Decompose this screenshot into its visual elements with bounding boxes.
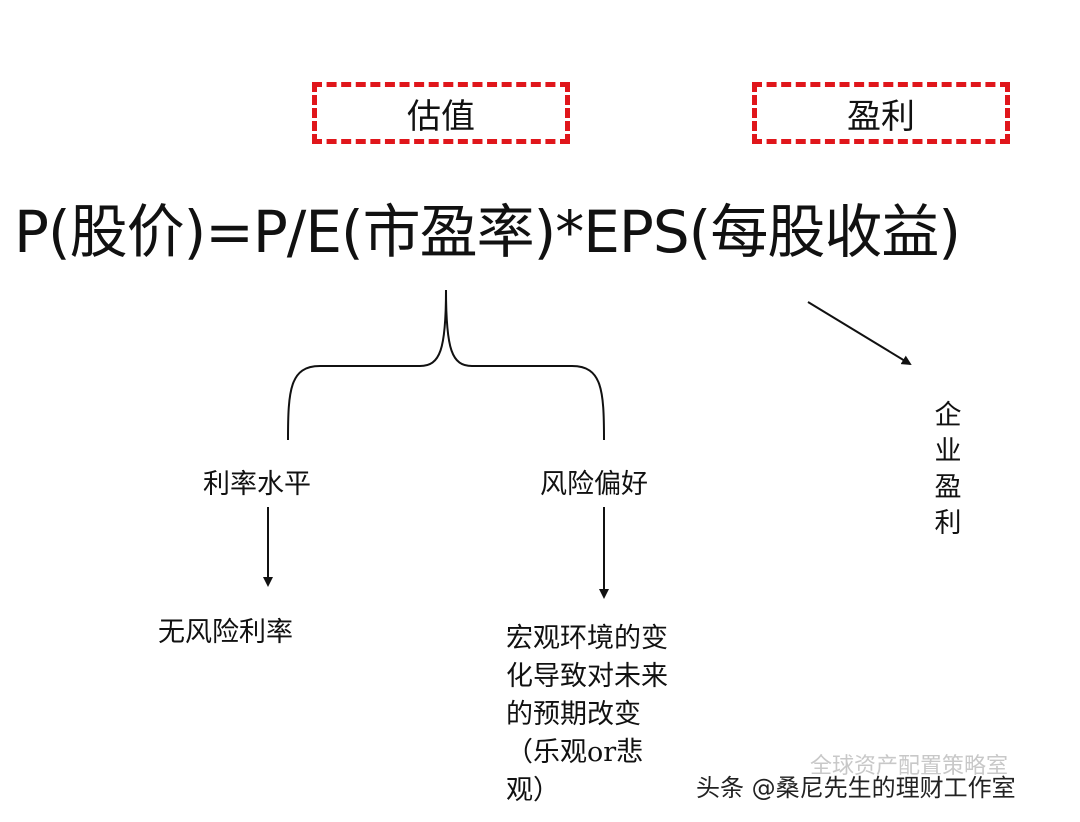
macro-change-label: 宏观环境的变化导致对未来的预期改变（乐观or悲观） [506,623,668,806]
profit-box: 盈利 [752,82,1010,144]
profit-label: 盈利 [847,96,915,137]
arrow-eps-to-profit [807,301,912,366]
watermark-faint: 全球资产配置策略室 [810,754,1009,779]
watermark: 头条 @桑尼先生的理财工作室 [696,774,1016,802]
curly-brace [287,289,605,441]
interest-rate-label: 利率水平 [203,469,311,500]
risk-free-rate-label: 无风险利率 [158,617,293,648]
risk-appetite-label: 风险偏好 [540,469,648,500]
formula: P(股价)=P/E(市盈率)*EPS(每股收益) [14,198,961,266]
valuation-label: 估值 [407,96,475,137]
valuation-box: 估值 [312,82,570,144]
corporate-profit-label: 企业盈利 [934,400,962,539]
